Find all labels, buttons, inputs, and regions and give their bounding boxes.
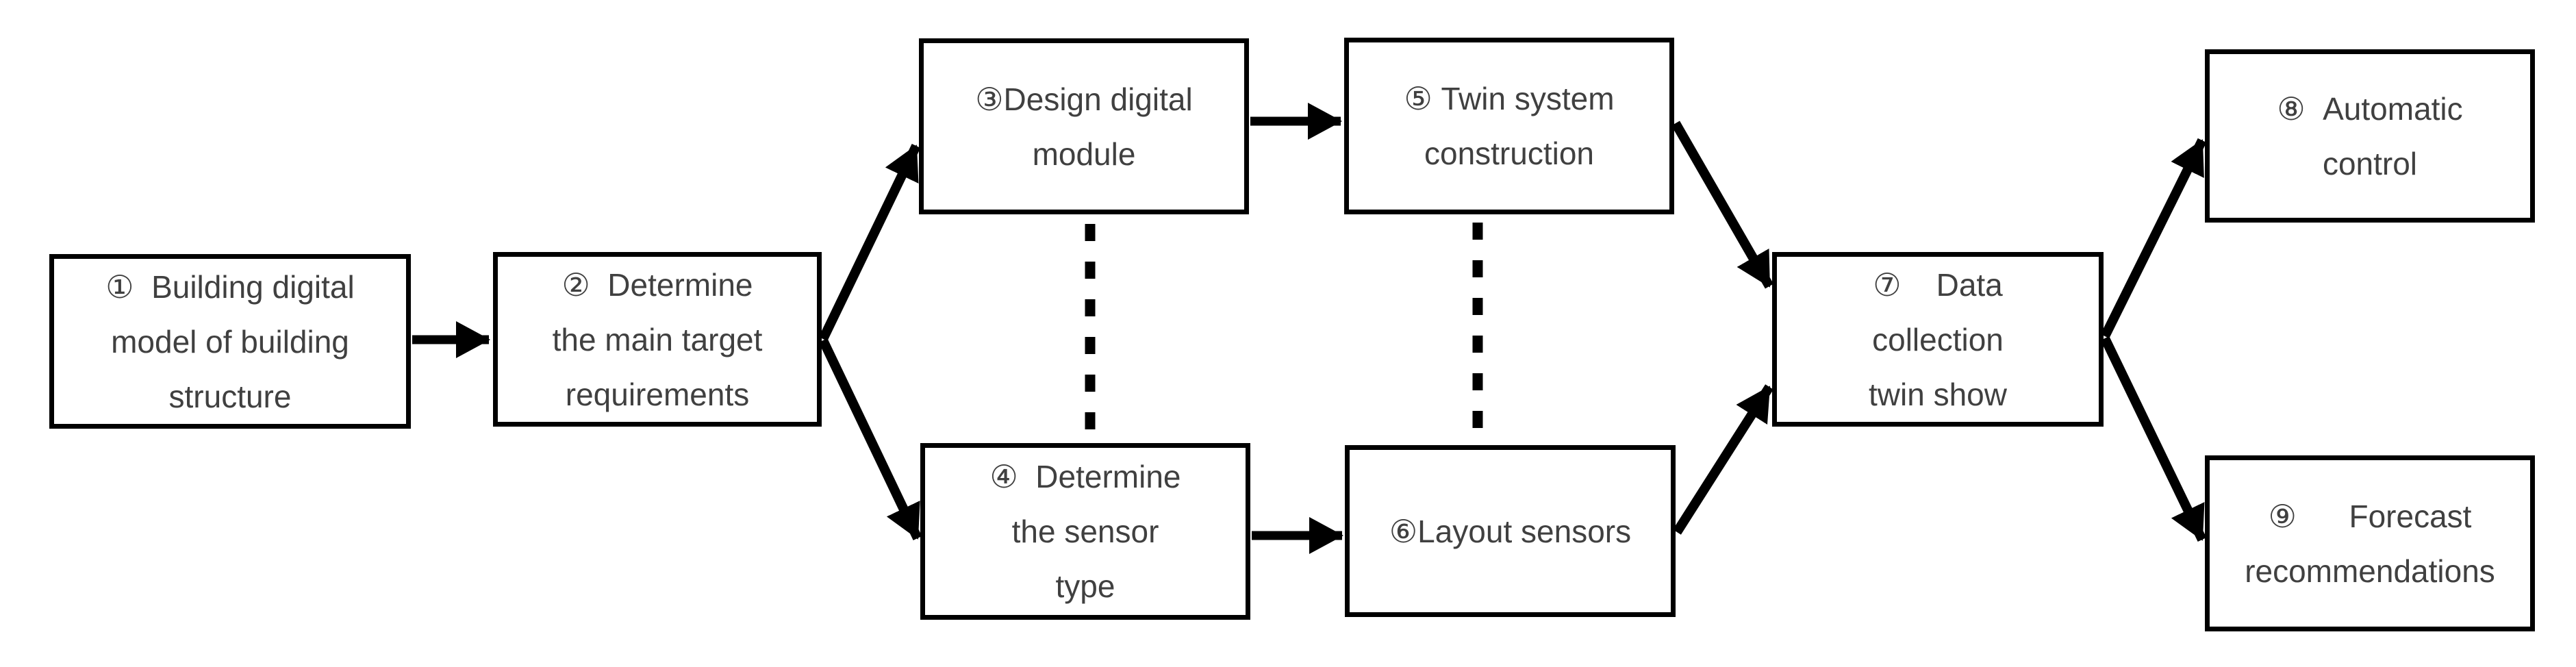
arrow-2-4 xyxy=(818,338,922,541)
flow-node-layout-sensors: ⑥Layout sensors xyxy=(1345,445,1676,617)
flow-node-forecast-recommendations: ⑨ Forecast recommendations xyxy=(2205,455,2535,631)
flow-node-determine-sensor-type: ④ Determine the sensor type xyxy=(920,443,1250,620)
flow-node-label: ⑥Layout sensors xyxy=(1389,513,1632,549)
flow-node-label: ⑤ Twin system construction xyxy=(1404,81,1615,171)
arrow-2-3 xyxy=(818,143,921,342)
flow-node-determine-target-requirements: ② Determine the main target requirements xyxy=(493,252,822,427)
flow-node-twin-system-construction: ⑤ Twin system construction xyxy=(1344,38,1674,214)
flow-node-data-collection-twin-show: ⑦ Data collection twin show xyxy=(1772,252,2104,427)
flow-node-label: ③Design digital module xyxy=(975,81,1193,172)
flow-node-label: ⑧ Automatic control xyxy=(2277,90,2463,181)
flow-node-label: ⑦ Data collection twin show xyxy=(1869,266,2007,412)
flow-node-automatic-control: ⑧ Automatic control xyxy=(2205,49,2535,223)
flow-node-design-digital-module: ③Design digital module xyxy=(919,38,1249,214)
arrow-7-9 xyxy=(2100,336,2207,542)
arrow-7-8 xyxy=(2100,138,2207,339)
flow-node-label: ① Building digital model of building str… xyxy=(105,268,355,414)
arrow-6-7 xyxy=(1673,384,1773,535)
flow-node-label: ⑨ Forecast recommendations xyxy=(2245,498,2495,589)
flow-node-building-digital-model: ① Building digital model of building str… xyxy=(49,254,411,429)
arrow-5-7 xyxy=(1671,121,1774,289)
flow-node-label: ④ Determine the sensor type xyxy=(989,459,1181,604)
flow-node-label: ② Determine the main target requirements xyxy=(552,266,763,412)
